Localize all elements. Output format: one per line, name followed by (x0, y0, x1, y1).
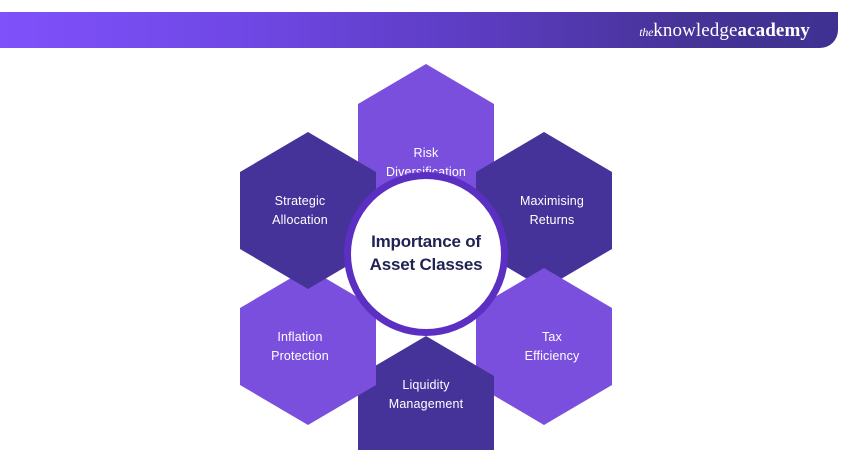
hex-label-maximising-returns: Maximising Returns (519, 194, 584, 227)
hex-label-inflation-protection: Inflation Protection (271, 330, 329, 363)
hex-label-liquidity-management: Liquidity Management (388, 378, 464, 411)
brand-logo-academy: academy (737, 19, 810, 41)
hex-label-strategic-allocation: Strategic Allocation (272, 194, 328, 227)
header-bar: theknowledgeacademy (0, 12, 838, 48)
brand-logo-knowledge: knowledge (653, 19, 738, 41)
brand-logo-the: the (639, 24, 654, 39)
brand-logo: theknowledgeacademy (639, 21, 838, 40)
hexagon-diagram: Risk Diversification Maximising Returns … (0, 48, 850, 450)
hex-label-tax-efficiency: Tax Efficiency (524, 330, 580, 363)
center-title: Importance of Asset Classes (369, 232, 483, 274)
center-circle: Importance of Asset Classes (344, 172, 508, 336)
hex-node-liquidity-management[interactable]: Liquidity Management (358, 336, 494, 450)
